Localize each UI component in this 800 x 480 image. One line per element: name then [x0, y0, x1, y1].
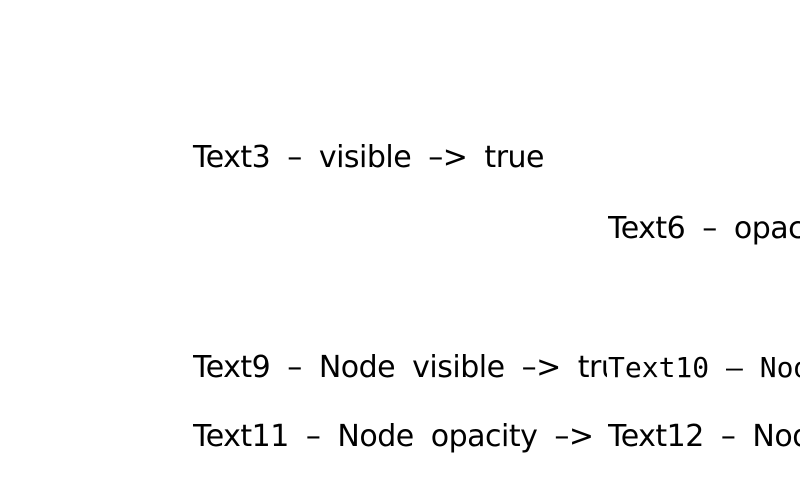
text-item-text12: Text12 – Node — [608, 419, 800, 454]
text-item-text6: Text6 – opacity — [608, 211, 800, 246]
text-item-text3: Text3 – visible –> true — [193, 140, 545, 175]
text-item-text11: Text11 – Node opacity –> 0 — [193, 419, 607, 454]
text-item-text10: Text10 – Node — [608, 351, 800, 384]
text-item-text9: Text9 – Node visible –> true — [193, 350, 607, 385]
